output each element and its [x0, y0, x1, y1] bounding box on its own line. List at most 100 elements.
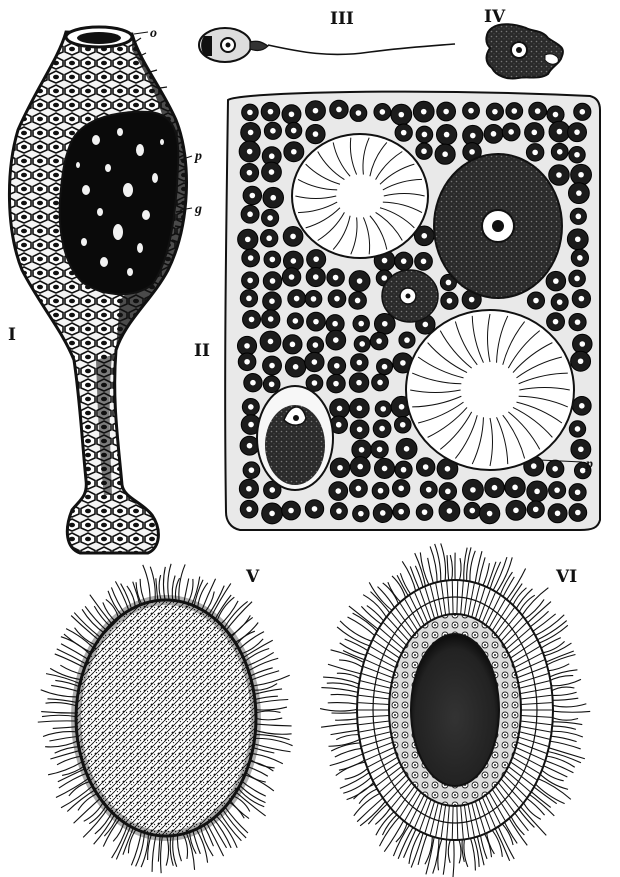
- figure-vi-numeral: VI: [555, 567, 577, 587]
- tissue-cell-nucleus: [335, 488, 341, 494]
- figure-iv-amoeboid: IV: [484, 7, 563, 79]
- tissue-cell-nucleus: [289, 111, 295, 117]
- tissue-cell-nucleus: [508, 129, 514, 135]
- tissue-cell-nucleus: [247, 278, 253, 284]
- tissue-cell-nucleus: [532, 150, 538, 156]
- tissue-cell-nucleus: [247, 149, 253, 155]
- tissue-cell-nucleus: [380, 406, 386, 412]
- tissue-cell-nucleus: [268, 316, 274, 322]
- tissue-cell-nucleus: [382, 321, 388, 327]
- tissue-cell-nucleus: [575, 489, 581, 495]
- tissue-cell-nucleus: [248, 255, 254, 261]
- tissue-cell-nucleus: [576, 214, 582, 220]
- figure-i-label-p: p: [194, 149, 202, 164]
- tissue-cell-nucleus: [250, 380, 256, 386]
- tissue-cell-nucleus: [312, 506, 318, 512]
- tissue-cell-nucleus: [444, 132, 450, 138]
- tissue-cell-nucleus: [575, 510, 581, 516]
- tissue-cell-nucleus: [575, 426, 581, 432]
- tissue-cell-nucleus: [577, 255, 583, 261]
- tissue-cell-nucleus: [492, 485, 498, 491]
- tissue-cell-nucleus: [290, 342, 296, 348]
- tissue-cell-nucleus: [401, 258, 407, 264]
- tissue-cell-nucleus: [357, 464, 363, 470]
- tissue-cell-nucleus: [421, 148, 427, 154]
- tissue-cell-nucleus: [554, 487, 560, 493]
- tissue-cell-nucleus: [268, 109, 274, 115]
- figure-ii-egg-small: [257, 386, 333, 490]
- tissue-cell-nucleus: [244, 359, 250, 365]
- tissue-cell-nucleus: [358, 321, 364, 327]
- tissue-cell-nucleus: [294, 296, 300, 302]
- tissue-cell-nucleus: [289, 274, 295, 280]
- tissue-cell-nucleus: [469, 149, 475, 155]
- tissue-cell-nucleus: [531, 130, 537, 136]
- tissue-cell-nucleus: [269, 169, 275, 175]
- tissue-cell-nucleus: [270, 195, 276, 201]
- tissue-cell-nucleus: [357, 427, 363, 433]
- tissue-cell-nucleus: [334, 296, 340, 302]
- tissue-cell-nucleus: [359, 447, 365, 453]
- tissue-cell-nucleus: [382, 466, 388, 472]
- figure-ii-tissue: p II: [194, 92, 600, 530]
- tissue-cell-nucleus: [332, 321, 338, 327]
- tissue-cell-nucleus: [336, 422, 342, 428]
- tissue-cell-nucleus: [312, 380, 318, 386]
- tissue-cell-nucleus: [470, 133, 476, 139]
- tissue-cell-nucleus: [421, 109, 427, 115]
- tissue-cell-nucleus: [553, 278, 559, 284]
- tissue-cell-nucleus: [267, 215, 273, 221]
- tissue-cell-nucleus: [247, 443, 253, 449]
- tissue-cell-nucleus: [266, 235, 272, 241]
- tissue-cell-nucleus: [382, 258, 388, 264]
- tissue-cell-nucleus: [401, 130, 407, 136]
- tissue-cell-nucleus: [269, 298, 275, 304]
- tissue-cell-nucleus: [534, 489, 540, 495]
- tissue-cell-nucleus: [378, 488, 384, 494]
- tissue-cell-nucleus: [358, 511, 364, 517]
- figure-vi-larva-section: VI: [320, 543, 590, 877]
- tissue-cell-nucleus: [291, 128, 297, 134]
- figure-i-cavity: [60, 112, 179, 294]
- tissue-cell-nucleus: [575, 236, 581, 242]
- tissue-cell-nucleus: [580, 468, 586, 474]
- tissue-cell-nucleus: [380, 510, 386, 516]
- tissue-cell-nucleus: [356, 486, 362, 492]
- tissue-cell-nucleus: [579, 296, 585, 302]
- tissue-cell-nucleus: [400, 360, 406, 366]
- tissue-cell-nucleus: [470, 487, 476, 493]
- tissue-cell-nucleus: [535, 108, 541, 114]
- tissue-cell-nucleus: [574, 276, 580, 282]
- tissue-cell-nucleus: [313, 274, 319, 280]
- tissue-cell-nucleus: [247, 211, 253, 217]
- figure-iii-numeral: III: [330, 9, 354, 29]
- tissue-cell-nucleus: [381, 275, 387, 281]
- figure-iv-numeral: IV: [484, 7, 506, 27]
- tissue-cell-nucleus: [250, 193, 256, 199]
- tissue-cell-nucleus: [246, 296, 252, 302]
- tissue-cell-nucleus: [270, 128, 276, 134]
- figure-i-sponge: o p g I: [8, 26, 202, 553]
- tissue-cell-nucleus: [269, 381, 275, 387]
- tissue-cell-nucleus: [422, 132, 428, 138]
- figure-ii-egg-medium: [382, 270, 438, 322]
- tissue-cell-nucleus: [531, 463, 537, 469]
- figure-ii-egg-large: [434, 154, 562, 298]
- tissue-cell-nucleus: [513, 507, 519, 513]
- tissue-cell-nucleus: [553, 319, 559, 325]
- tissue-cell-nucleus: [421, 233, 427, 239]
- figure-i-numeral: I: [8, 325, 16, 345]
- tissue-cell-nucleus: [270, 257, 276, 263]
- tissue-cell-nucleus: [399, 112, 405, 118]
- tissue-cell-nucleus: [426, 487, 432, 493]
- tissue-cell-nucleus: [579, 403, 585, 409]
- tissue-cell-nucleus: [574, 129, 580, 135]
- tissue-cell-nucleus: [313, 131, 319, 137]
- tissue-cell-nucleus: [248, 404, 254, 410]
- tissue-cell-nucleus: [313, 319, 319, 325]
- tissue-cell-nucleus: [469, 297, 475, 303]
- tissue-cell-nucleus: [578, 446, 584, 452]
- tissue-cell-nucleus: [333, 337, 339, 343]
- tissue-cell-nucleus: [447, 508, 453, 514]
- tissue-cell-nucleus: [245, 237, 251, 243]
